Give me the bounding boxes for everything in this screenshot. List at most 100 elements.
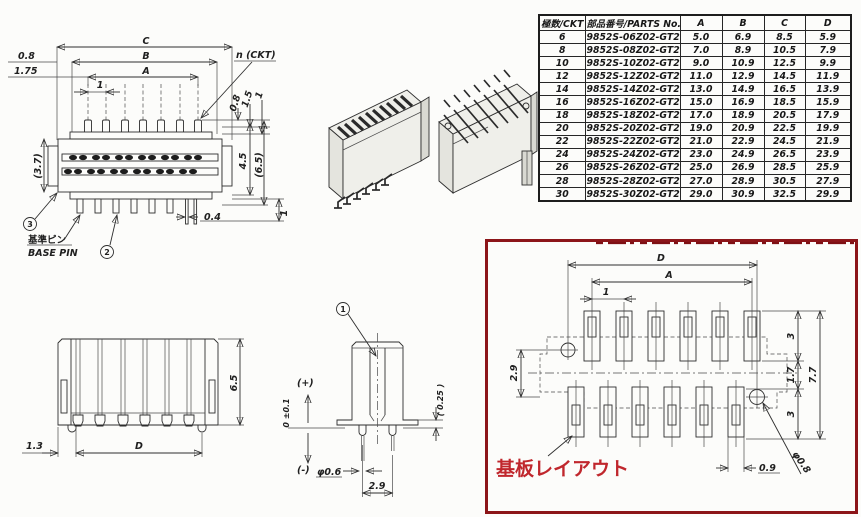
dim-label: 7.7 — [808, 366, 819, 383]
callout-1: 1 — [336, 302, 377, 357]
table-cell: 9852S-12Z02-GT2 — [584, 69, 681, 84]
dim-label: 2.9 — [369, 481, 386, 492]
dim-label: 3 — [786, 332, 797, 339]
isometric-connector-back — [438, 69, 538, 194]
table-cell: 27.0 — [679, 174, 723, 189]
dim-label: (3.7) — [33, 153, 44, 179]
table-cell: 12.9 — [721, 69, 765, 84]
isometric-views — [328, 69, 538, 209]
dim-label: A — [664, 270, 672, 281]
table-cell: 15.9 — [804, 95, 852, 110]
table-cell: 5.9 — [804, 29, 852, 45]
table-cell: 18 — [538, 108, 586, 123]
table-cell: 13.9 — [804, 82, 852, 97]
table-cell: 8.5 — [763, 29, 806, 45]
dim-label: 1.7 — [786, 366, 797, 383]
table-cell: 16.5 — [763, 82, 806, 97]
dim-label: 1 — [279, 210, 290, 217]
dimension-bottom-right-1: 1 — [200, 199, 290, 221]
minus-label: (-) — [297, 465, 310, 476]
dimension-09: 0.9 — [716, 437, 780, 474]
front-view-drawing: C 0.8 B 1.75 A 1 n (CKT) — [8, 36, 290, 259]
table-cell: 10.9 — [721, 56, 765, 71]
table-cell: 24.9 — [721, 147, 765, 162]
table-cell: 6 — [538, 29, 586, 45]
right-upper-dims: 0.8 1.5 1 — [202, 89, 270, 134]
dimension-c: C — [57, 36, 232, 47]
dim-label: B — [142, 51, 149, 62]
contact-slots — [75, 339, 192, 415]
dim-label: 2.9 — [509, 364, 520, 381]
table-cell: 17.9 — [804, 108, 852, 123]
contact-blobs — [64, 154, 202, 175]
table-cell: 22 — [538, 134, 586, 149]
dim-label: 0.4 — [204, 212, 221, 223]
table-cell: 25.9 — [804, 160, 852, 176]
dimension-65: 6.5 — [218, 339, 244, 425]
table-cell: 30.5 — [763, 174, 806, 189]
table-cell: 9852S-30Z02-GT2 — [584, 187, 681, 202]
column-header: C — [763, 14, 806, 31]
table-cell: 5.0 — [679, 29, 723, 45]
table-cell: 9852S-10Z02-GT2 — [584, 56, 681, 71]
n-ckt-callout: n (CKT) — [201, 50, 276, 118]
dim-label: C — [143, 36, 150, 47]
side-view-drawing: 1 (+) (-) 0 ±0.1 ( 0.25 ) φ0.6 — [282, 302, 445, 497]
dim-label: A — [141, 66, 149, 77]
table-cell: 26 — [538, 160, 586, 176]
table-cell: 8 — [538, 43, 586, 58]
dimension-29: 2.9 — [509, 350, 558, 397]
table-cell: 9852S-28Z02-GT2 — [584, 174, 681, 189]
callout-number: 3 — [27, 220, 33, 229]
top-pad-row — [583, 302, 761, 370]
table-cell: 25.0 — [679, 160, 723, 176]
pcb-layout-drawing: D A 1 2.9 — [495, 241, 854, 480]
dim-label: 0.8 — [18, 51, 35, 62]
dimension-45-65: 4.5 (6.5) — [222, 121, 268, 205]
table-cell: 20.9 — [721, 121, 765, 136]
table-cell: 9.9 — [804, 56, 852, 71]
table-cell: 13.0 — [679, 82, 723, 97]
table-cell: 9852S-18Z02-GT2 — [584, 108, 681, 123]
tolerance-label: 0 ±0.1 — [282, 398, 291, 427]
housing-outline-dashed — [528, 336, 800, 409]
column-header: 極数/CKT — [538, 14, 586, 31]
dim-label: ( 0.25 ) — [436, 384, 445, 417]
table-cell: 18.9 — [721, 108, 765, 123]
dimension-37: (3.7) — [33, 139, 44, 192]
table-cell: 22.5 — [763, 121, 806, 136]
dimension-d: D — [76, 427, 202, 457]
table-cell: 27.9 — [804, 174, 852, 189]
callout-number: 2 — [104, 248, 110, 257]
column-header: D — [804, 14, 852, 31]
table-cell: 12.5 — [763, 56, 806, 71]
table-cell: 9852S-20Z02-GT2 — [584, 121, 681, 136]
plus-label: (+) — [297, 378, 314, 389]
table-cell: 30.9 — [721, 187, 765, 202]
dimension-29: 2.9 — [363, 445, 393, 497]
callout-number: 1 — [340, 305, 346, 314]
column-header: B — [721, 14, 765, 31]
table-cell: 29.0 — [679, 187, 723, 202]
callout-3: 3 — [23, 193, 58, 231]
table-cell: 26.5 — [763, 147, 806, 162]
table-cell: 21.9 — [804, 134, 852, 149]
connector-end-outline — [336, 333, 419, 461]
table-cell: 6.9 — [721, 29, 765, 45]
table-cell: 20 — [538, 121, 586, 136]
pcb-layout-panel: D A 1 2.9 — [485, 239, 858, 514]
table-cell: 11.0 — [679, 69, 723, 84]
dim-label: 3 — [786, 410, 797, 417]
table-cell: 8.9 — [721, 43, 765, 58]
dim-label: φ0.6 — [317, 467, 342, 478]
table-cell: 32.5 — [763, 187, 806, 202]
table-cell: 30 — [538, 187, 586, 202]
table-cell: 9852S-14Z02-GT2 — [584, 82, 681, 97]
bottom-front-view-drawing: 6.5 D 1.3 — [22, 325, 244, 457]
table-cell: 29.9 — [804, 187, 852, 202]
